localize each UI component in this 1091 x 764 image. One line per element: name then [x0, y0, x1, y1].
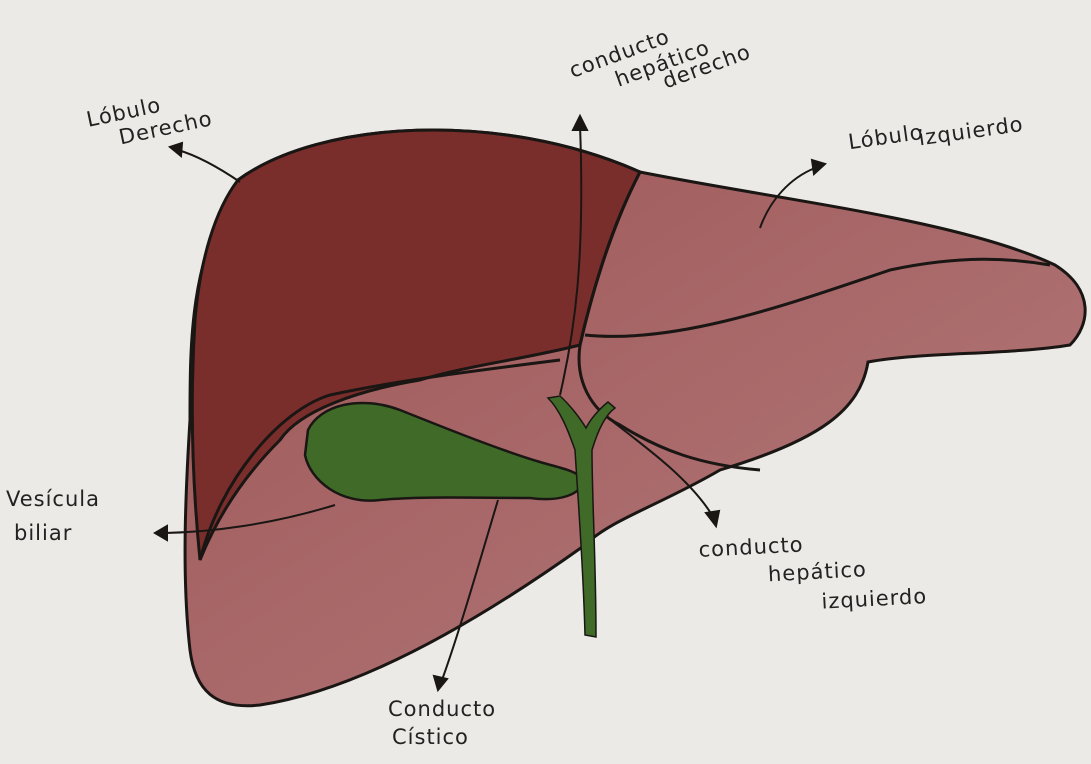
- label-vb-line1: Vesícula: [6, 487, 100, 511]
- arrowhead-vesicula: [155, 526, 167, 540]
- label-conducto-hepatico-izquierdo: conducto hepático izquierdo: [698, 526, 928, 620]
- arrowhead-hepatico-derecho: [573, 116, 587, 130]
- arrowhead-hepatico-izquierdo: [706, 511, 719, 526]
- arrowhead-lobulo-derecho: [170, 143, 182, 156]
- arrowhead-lobulo-izquierdo: [812, 160, 825, 174]
- label-cc-line1: Conducto: [388, 697, 496, 721]
- label-vesicula-biliar: Vesícula biliar: [6, 487, 100, 545]
- label-cc-line2: Cístico: [388, 725, 496, 749]
- label-vb-line2: biliar: [6, 521, 100, 545]
- label-conducto-cistico: Conducto Cístico: [388, 697, 496, 749]
- pointer-lobulo-derecho: [178, 150, 240, 182]
- arrowhead-cistico: [434, 676, 447, 690]
